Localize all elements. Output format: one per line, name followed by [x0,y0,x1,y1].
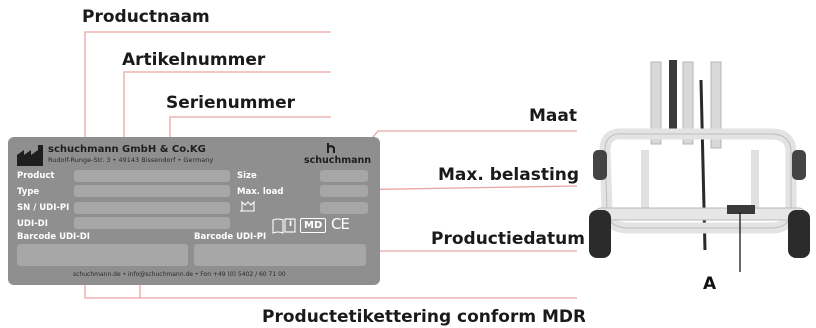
field-udi-di [74,217,230,229]
factory-icon [17,145,43,166]
company-name: schuchmann GmbH & Co.KG [48,144,206,155]
label-udi-di: UDI-DI [17,219,48,229]
instructions-book-icon [272,218,296,234]
label-barcode-udi-di: Barcode UDI-DI [17,232,90,242]
md-symbol-text: MD [304,220,323,231]
field-max-load [320,185,368,197]
brand-logo-icon [327,143,335,153]
label-max-load: Max. load [237,187,284,197]
brand-name: schuchmann [304,155,372,166]
field-type [74,185,230,197]
field-barcode-udi-di [17,244,188,266]
callout-max-belasting: Max. belasting [438,165,580,185]
product-label-plate: schuchmann GmbH & Co.KG Rudolf-Runge-Str… [8,137,380,285]
label-size: Size [237,171,257,181]
label-sn-udi-pi: SN / UDI-PI [17,203,70,213]
field-sn-udi-pi [74,202,230,214]
callout-artikelnummer: Artikelnummer [122,50,266,70]
company-address: Rudolf-Runge-Str. 3 • 49143 Bissendorf •… [48,156,214,164]
callout-maat: Maat [529,106,577,126]
label-product: Product [17,171,55,181]
callout-serienummer: Serienummer [166,93,296,113]
info-symbol: i [289,219,293,229]
manufacture-date-icon [240,200,255,212]
field-production-date [320,202,368,214]
leader-productetikettering [84,282,577,299]
field-barcode-udi-pi [194,244,366,266]
callout-productiedatum: Productiedatum [431,229,585,249]
ce-symbol: CE [331,215,350,233]
label-barcode-udi-pi: Barcode UDI-PI [194,232,267,242]
plate-footer: schuchmann.de • info@schuchmann.de • Fon… [73,271,286,278]
field-product [74,170,230,182]
leader-productnaam [84,31,331,175]
leader-max-belasting [341,185,578,191]
callout-productnaam: Productnaam [82,7,210,27]
label-type: Type [17,187,40,197]
callout-productetikettering: Productetikettering conform MDR [262,307,587,327]
product-photo [585,60,813,328]
md-symbol: MD [300,218,326,233]
field-size [320,170,368,182]
photo-marker-label: A [703,274,717,294]
